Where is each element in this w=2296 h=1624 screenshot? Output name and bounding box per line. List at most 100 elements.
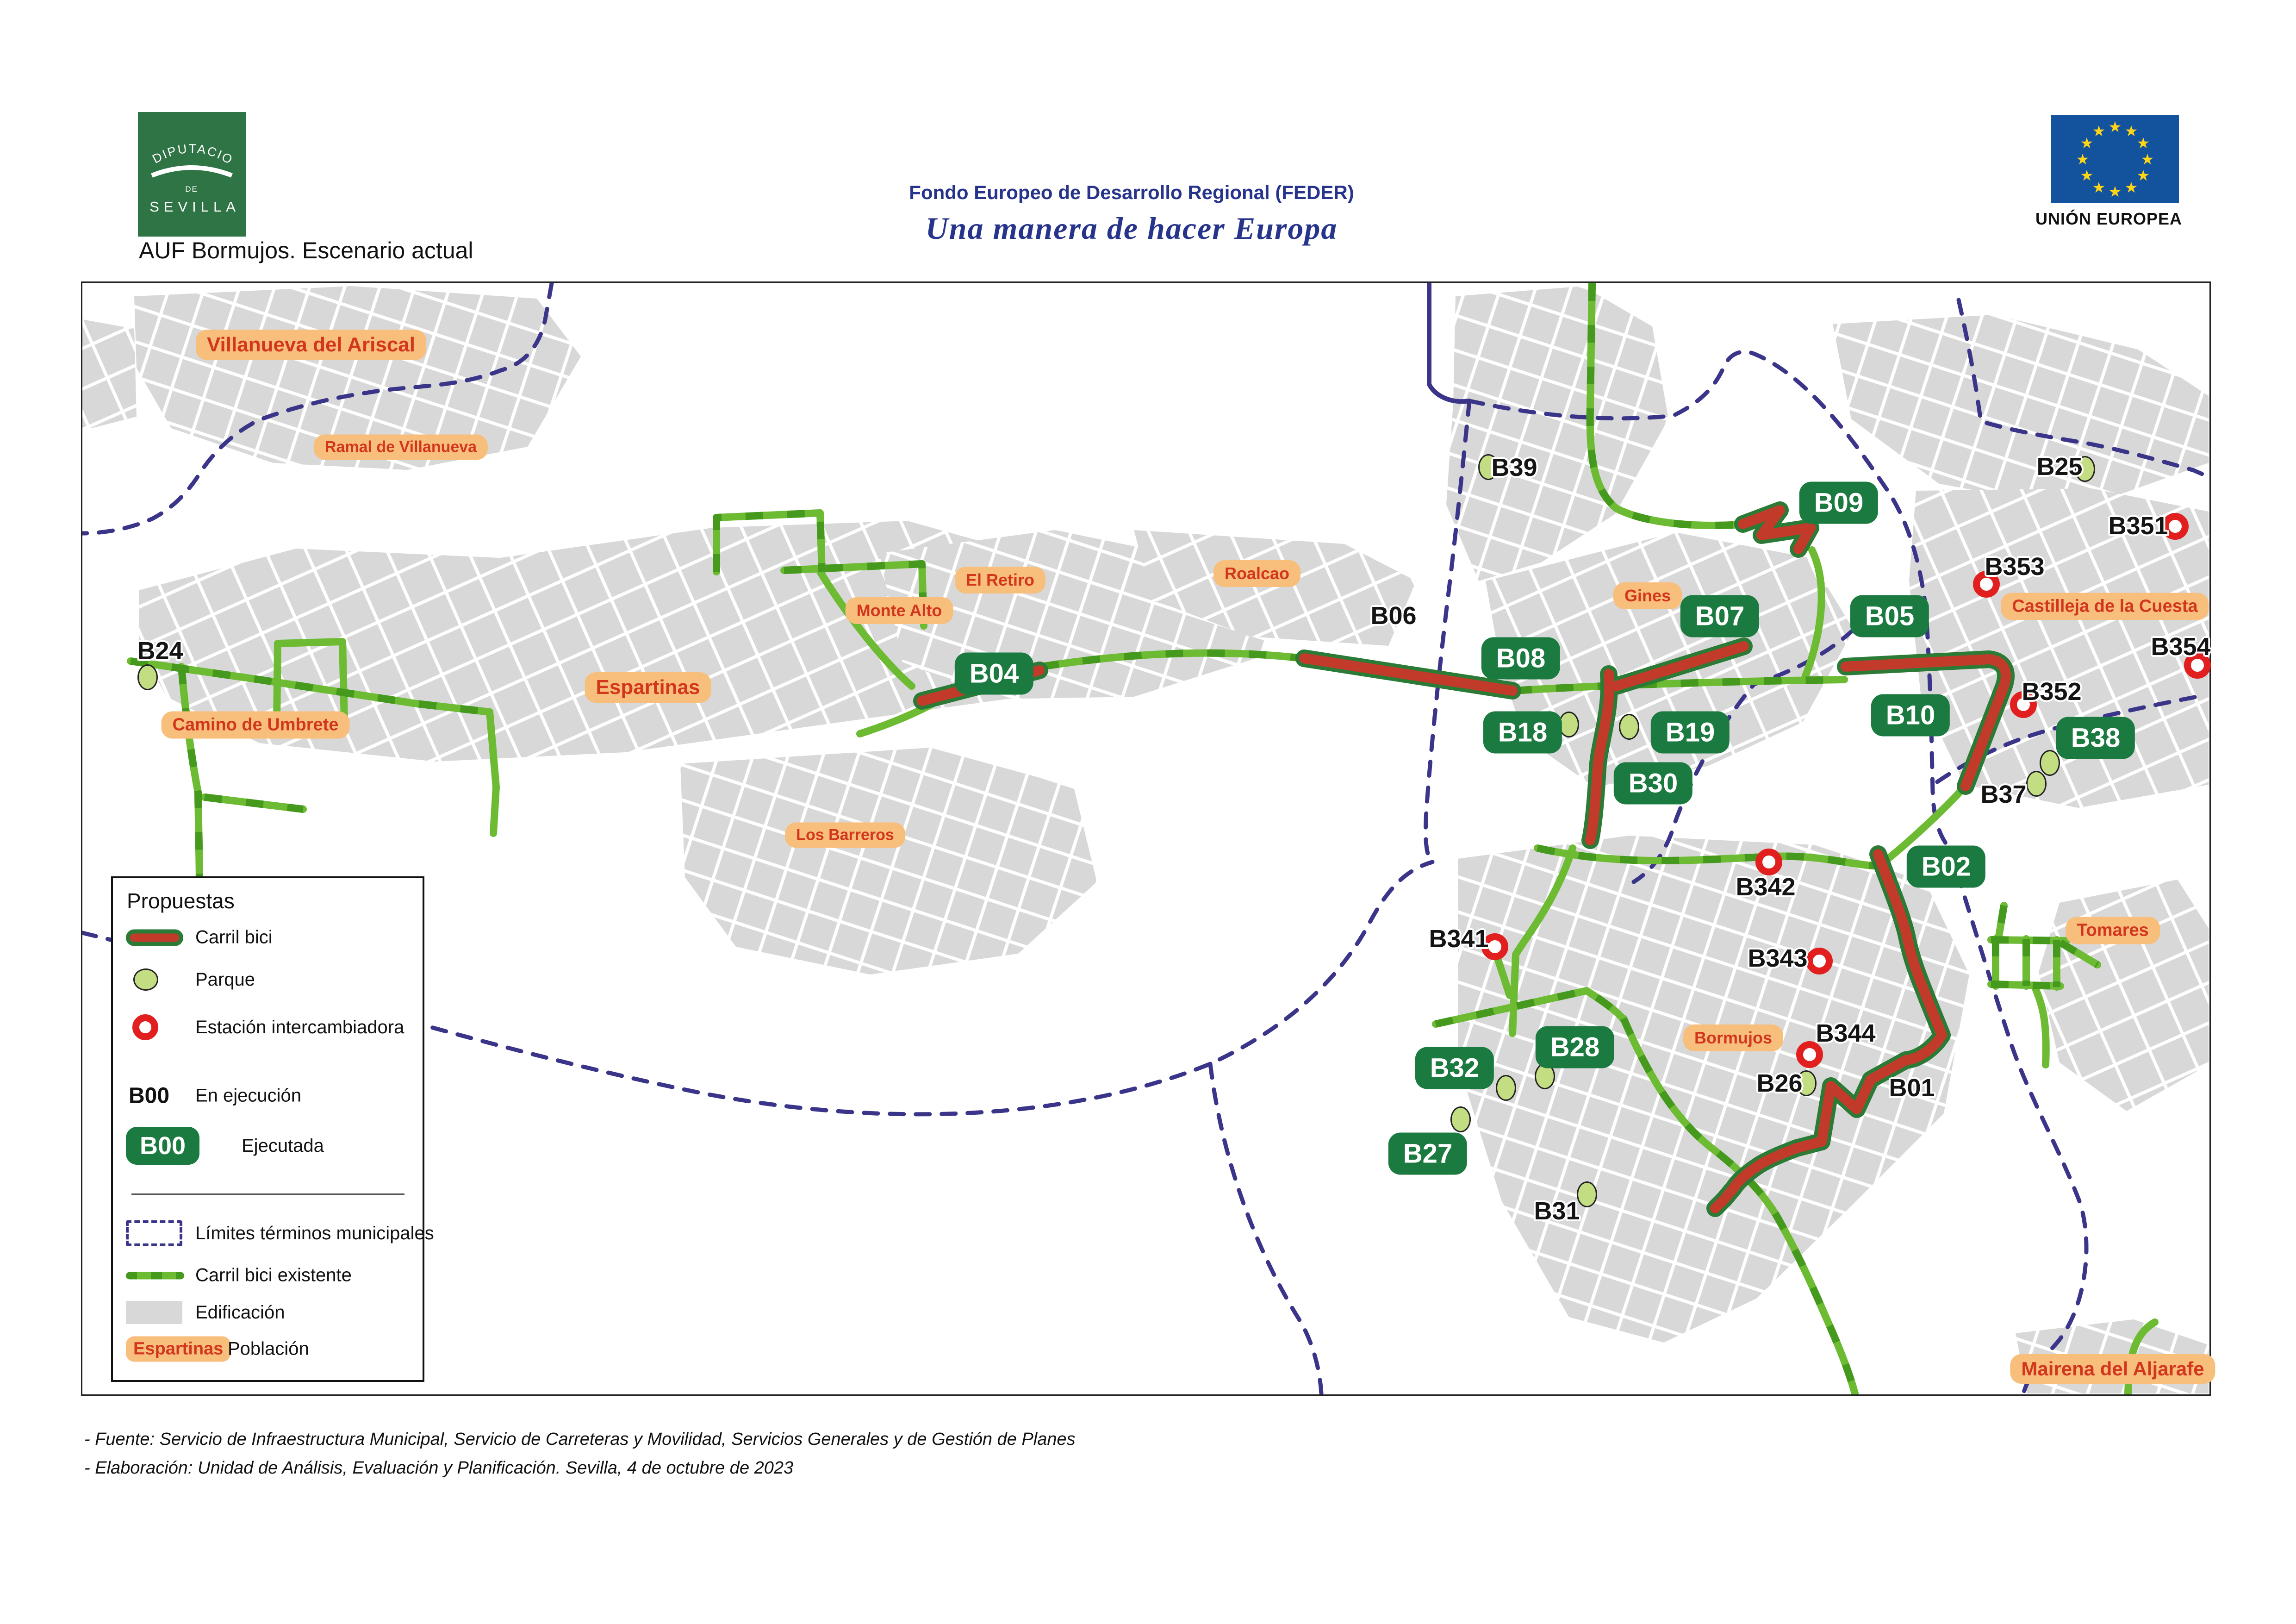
route-badge: B32 bbox=[1415, 1047, 1494, 1089]
park-dot bbox=[2026, 771, 2047, 797]
legend-row-en-ejecucion: B00 En ejecución bbox=[126, 1083, 301, 1109]
park-dot bbox=[1577, 1181, 1597, 1207]
route-badge: B18 bbox=[1483, 711, 1562, 754]
legend-divider bbox=[131, 1193, 404, 1195]
station-marker bbox=[2010, 691, 2037, 718]
legend-row-limites: Límites términos municipales bbox=[126, 1220, 434, 1246]
legend-label: Límites términos municipales bbox=[195, 1223, 434, 1243]
route-badge: B27 bbox=[1388, 1132, 1468, 1175]
route-label: B341 bbox=[1429, 925, 1489, 953]
station-marker bbox=[2184, 652, 2211, 679]
route-badge: B09 bbox=[1799, 481, 1879, 524]
town-label: Camino de Umbrete bbox=[161, 711, 350, 739]
legend-label: En ejecución bbox=[195, 1085, 302, 1106]
svg-text:★: ★ bbox=[2080, 167, 2094, 184]
route-badge: B07 bbox=[1680, 595, 1760, 637]
footer-notes: - Fuente: Servicio de Infraestructura Mu… bbox=[84, 1425, 1076, 1482]
legend-row-estacion: Estación intercambiadora bbox=[126, 1014, 404, 1040]
svg-text:★: ★ bbox=[2109, 183, 2122, 200]
diputacion-logo-icon: DIPUTACION DE SEVILLA bbox=[133, 101, 246, 237]
route-label: B25 bbox=[2036, 453, 2083, 481]
route-badge: B38 bbox=[2056, 717, 2135, 759]
route-badge: B30 bbox=[1613, 762, 1693, 805]
park-dot bbox=[137, 664, 158, 690]
station-swatch-icon bbox=[132, 1014, 158, 1040]
feder-fund-label: Fondo Europeo de Desarrollo Regional (FE… bbox=[909, 181, 1354, 203]
building-swatch-icon bbox=[126, 1301, 182, 1324]
route-badge: B28 bbox=[1535, 1026, 1615, 1068]
town-label: Mairena del Aljarafe bbox=[2010, 1354, 2215, 1384]
station-marker bbox=[1481, 933, 1508, 960]
park-dot bbox=[2040, 750, 2060, 776]
eu-label: UNIÓN EUROPEA bbox=[2035, 209, 2183, 228]
svg-text:★: ★ bbox=[2125, 123, 2138, 139]
legend-label: Parque bbox=[195, 969, 255, 990]
station-marker bbox=[1755, 849, 1782, 875]
svg-text:★: ★ bbox=[2092, 123, 2106, 139]
legend-label: Carril bici existente bbox=[195, 1265, 352, 1286]
legend-row-poblacion: Espartinas Población bbox=[126, 1336, 309, 1362]
park-dot bbox=[1478, 454, 1499, 480]
legend-title: Propuestas bbox=[127, 889, 235, 913]
route-badge: B19 bbox=[1650, 711, 1730, 754]
legend-row-edificacion: Edificación bbox=[126, 1301, 285, 1324]
town-label: Monte Alto bbox=[845, 597, 953, 624]
svg-text:★: ★ bbox=[2092, 179, 2106, 196]
svg-text:★: ★ bbox=[2141, 151, 2154, 168]
existing-lane-swatch-icon bbox=[126, 1272, 184, 1279]
town-label: Tomares bbox=[2066, 917, 2160, 944]
route-label: B352 bbox=[2022, 678, 2082, 706]
feder-header: Fondo Europeo de Desarrollo Regional (FE… bbox=[865, 181, 1398, 247]
town-label: Espartinas bbox=[585, 672, 711, 703]
b00-text-swatch: B00 bbox=[129, 1083, 170, 1108]
station-marker bbox=[1806, 948, 1833, 974]
route-label: B31 bbox=[1534, 1197, 1580, 1225]
route-label: B01 bbox=[1889, 1074, 1935, 1102]
route-label: B24 bbox=[137, 637, 183, 665]
svg-text:★: ★ bbox=[2137, 167, 2150, 184]
legend-box: Propuestas Carril bici Parque Estación i… bbox=[111, 876, 434, 1382]
town-swatch: Espartinas bbox=[126, 1336, 231, 1362]
svg-text:★: ★ bbox=[2137, 135, 2150, 151]
legend-label: Edificación bbox=[195, 1302, 285, 1323]
footer-source: - Fuente: Servicio de Infraestructura Mu… bbox=[84, 1430, 1076, 1449]
svg-text:★: ★ bbox=[2125, 179, 2138, 196]
park-dot bbox=[1496, 1075, 1516, 1101]
park-dot bbox=[2075, 456, 2095, 482]
svg-text:★: ★ bbox=[2076, 151, 2090, 168]
legend-label: Ejecutada bbox=[242, 1135, 324, 1156]
legend-row-carril-bici: Carril bici bbox=[126, 927, 273, 948]
eu-flag-icon: ★★★ ★★★ ★★★ ★★★ bbox=[2051, 115, 2179, 203]
footer-elaboration: - Elaboración: Unidad de Análisis, Evalu… bbox=[84, 1458, 794, 1478]
route-label: B39 bbox=[1491, 454, 1537, 481]
town-label: Castilleja de la Cuesta bbox=[2001, 593, 2209, 620]
legend-label: Carril bici bbox=[195, 927, 273, 948]
route-label: B351 bbox=[2108, 512, 2168, 540]
route-label: B37 bbox=[1980, 781, 2027, 808]
town-label: Ramal de Villanueva bbox=[313, 434, 488, 460]
page-title: AUF Bormujos. Escenario actual bbox=[139, 237, 473, 263]
route-badge: B04 bbox=[954, 652, 1034, 695]
route-label: B06 bbox=[1370, 602, 1417, 630]
route-label: B342 bbox=[1736, 873, 1796, 901]
route-label: B26 bbox=[1756, 1069, 1803, 1097]
route-label: B353 bbox=[1985, 553, 2045, 581]
logo-line2: DE bbox=[185, 185, 198, 194]
town-label: Villanueva del Ariscal bbox=[195, 330, 427, 360]
town-label: El Retiro bbox=[954, 567, 1046, 593]
park-dot bbox=[1796, 1070, 1817, 1096]
town-label: Roalcao bbox=[1213, 560, 1301, 587]
diputacion-sevilla-logo: DIPUTACION DE SEVILLA bbox=[133, 101, 246, 237]
legend-row-parque: Parque bbox=[126, 968, 255, 991]
logo-line3: SEVILLA bbox=[149, 199, 240, 215]
legend-label: Estación intercambiadora bbox=[195, 1017, 404, 1037]
town-label: Bormujos bbox=[1683, 1024, 1784, 1051]
town-label: Gines bbox=[1613, 582, 1682, 609]
legend-label: Población bbox=[228, 1338, 309, 1359]
route-badge: B02 bbox=[1906, 845, 1986, 888]
route-badge: B10 bbox=[1871, 694, 1950, 737]
svg-text:★: ★ bbox=[2080, 135, 2094, 151]
b00-badge-swatch: B00 bbox=[126, 1127, 200, 1165]
legend-row-ejecutada: B00 Ejecutada bbox=[126, 1127, 324, 1165]
